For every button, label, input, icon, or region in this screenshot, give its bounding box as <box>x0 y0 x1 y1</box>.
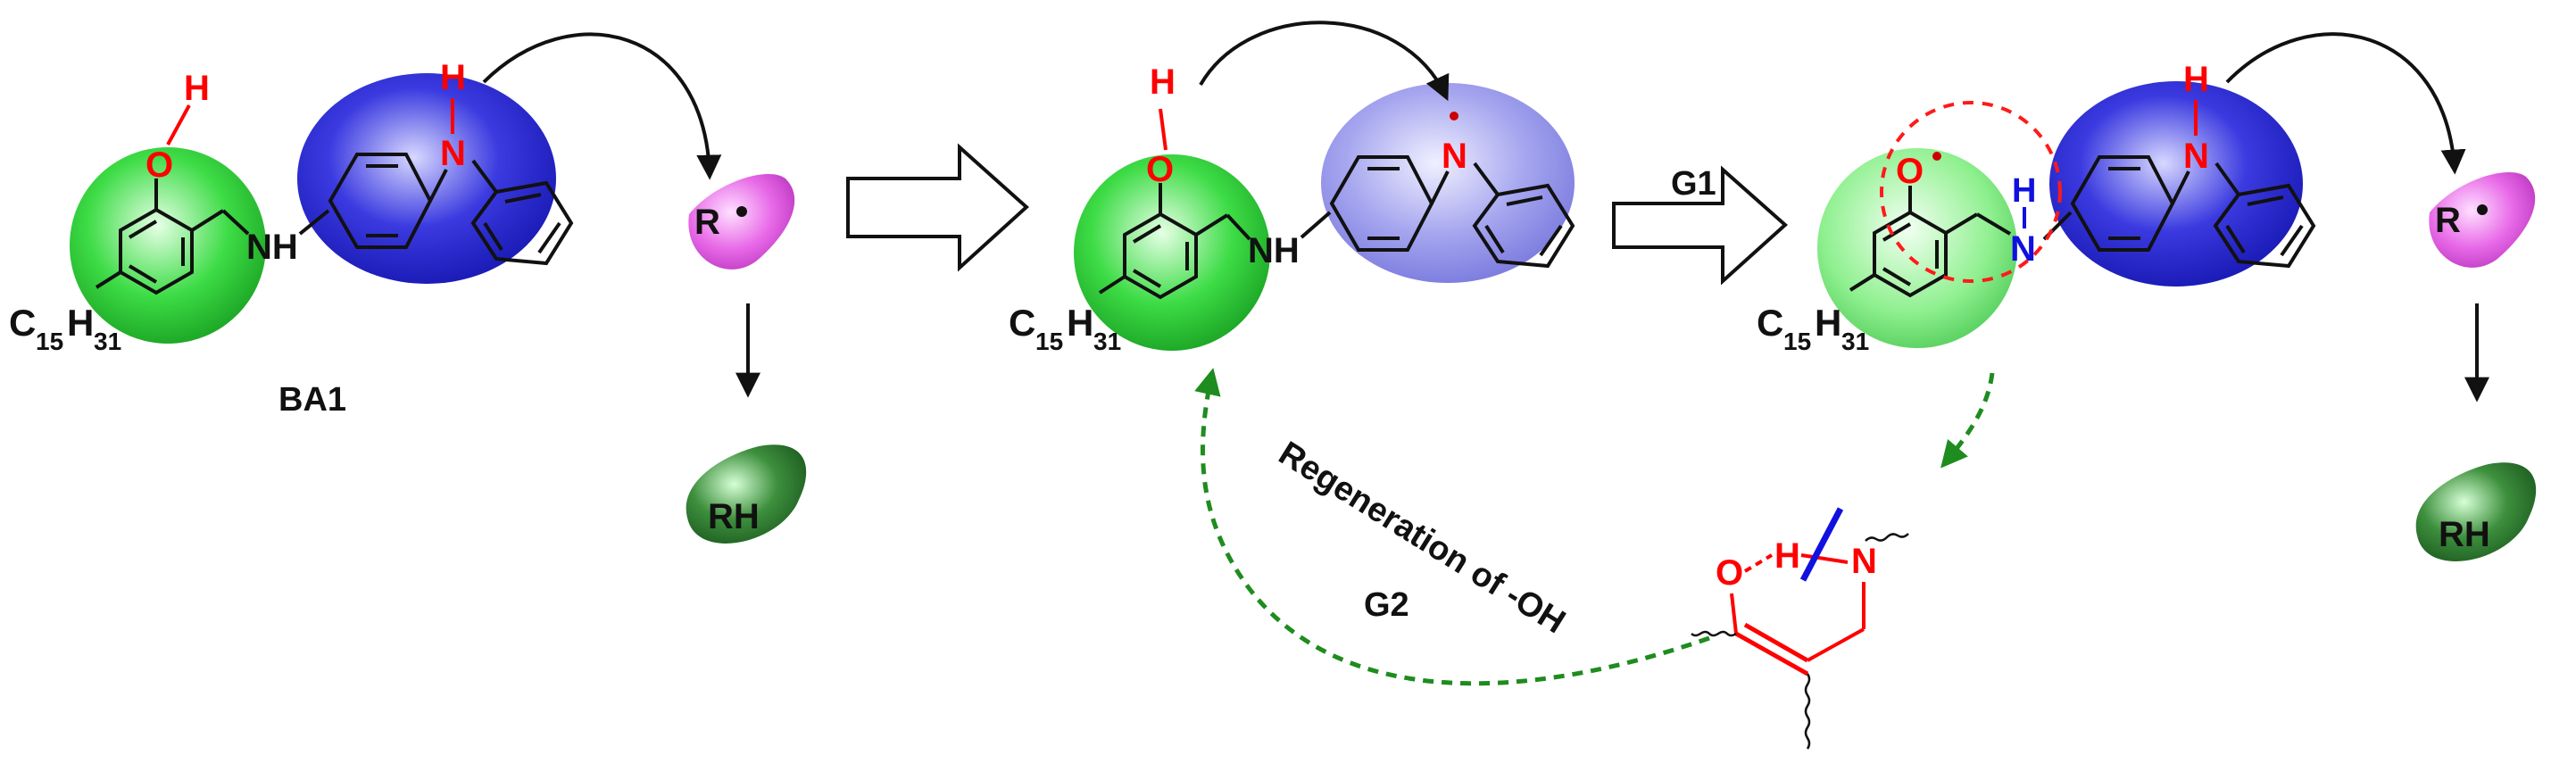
svg-text:H: H <box>1067 302 1093 344</box>
panel-phenoxy-intermediate: O H NH C 15 H 31 N <box>1009 21 1575 355</box>
svg-text:15: 15 <box>36 328 63 355</box>
radical-r-blob <box>2429 171 2536 268</box>
radical-r-blob <box>688 173 795 270</box>
rh-product-blob <box>686 444 807 544</box>
atom-h-label: H <box>2183 60 2209 99</box>
green-phenol-blob <box>1074 154 1270 351</box>
panel-intramolecular-hbond: O N H C 15 H 31 N H R RH <box>1757 32 2537 561</box>
svg-text:C: C <box>1009 302 1035 344</box>
svg-text:31: 31 <box>1841 328 1869 355</box>
radical-dot <box>2477 204 2488 215</box>
dashed-green-arrow-down <box>1940 372 1995 469</box>
wavy-bond <box>1865 533 1909 542</box>
svg-text:15: 15 <box>1035 328 1063 355</box>
radical-dot <box>736 206 747 217</box>
radical-r-label: R <box>694 203 720 242</box>
atom-n-label: N <box>2183 137 2209 176</box>
step-g1-label: G1 <box>1671 165 1716 203</box>
rh-label: RH <box>708 497 760 536</box>
regeneration-label: Regeneration of -OH <box>1272 435 1572 641</box>
h-transfer-arrow <box>2225 32 2466 175</box>
phenyl-ring <box>470 180 574 266</box>
svg-text:C: C <box>1757 302 1783 344</box>
process-arrow-g1 <box>1612 165 1789 286</box>
atom-h-label: H <box>184 69 210 108</box>
svg-text:H: H <box>67 302 94 344</box>
rh-product-blob <box>2415 462 2537 561</box>
wavy-bond <box>1804 673 1811 750</box>
bond-cleavage-strike <box>1799 507 1844 582</box>
green-phenol-blob <box>70 147 266 344</box>
atom-o-label: O <box>1896 152 1924 191</box>
regeneration-arrow <box>1194 368 1710 686</box>
radical-dot <box>1932 152 1941 161</box>
blue-amine-blob <box>297 73 556 284</box>
h-transfer-arrow <box>482 32 722 180</box>
blue-amine-blob <box>2049 81 2303 286</box>
phenyl-ring <box>1472 183 1575 269</box>
hbond-fragment: O H N <box>1691 372 1995 750</box>
nh-label: NH <box>246 228 298 267</box>
panel-ba1: O H NH C 15 H 31 N H BA1 <box>9 32 807 544</box>
rh-label: RH <box>2439 515 2490 554</box>
atom-o-label: O <box>1716 553 1743 593</box>
alkyl-chain-label: C 15 H 31 <box>1009 302 1121 355</box>
atom-o-label: O <box>1146 150 1174 189</box>
compound-label: BA1 <box>278 381 346 419</box>
nh-label: NH <box>1248 231 1300 270</box>
svg-text:31: 31 <box>1093 328 1121 355</box>
atom-n-label: N <box>440 134 466 173</box>
svg-text:H: H <box>1815 302 1841 344</box>
alkyl-chain-label: C 15 H 31 <box>1757 302 1869 355</box>
svg-text:15: 15 <box>1783 328 1811 355</box>
atom-o-label: O <box>145 145 173 185</box>
green-phenol-blob-light <box>1817 148 2017 348</box>
wavy-bond <box>1691 630 1737 637</box>
atom-h-label: H <box>2012 172 2036 210</box>
svg-text:31: 31 <box>94 328 121 355</box>
blue-amine-blob-light <box>1321 83 1575 283</box>
radical-dot <box>1450 112 1458 120</box>
phenyl-ring <box>2213 183 2316 269</box>
process-arrow-1 <box>846 143 1029 272</box>
atom-h-label: H <box>1150 62 1176 102</box>
atom-n-label: N <box>1442 137 1467 176</box>
step-g2-label: G2 <box>1364 586 1409 624</box>
radical-r-label: R <box>2435 201 2461 240</box>
h-transfer-arrow <box>1199 21 1450 102</box>
atom-h-label: H <box>1774 536 1800 576</box>
atom-n-label: N <box>1851 542 1877 581</box>
svg-text:C: C <box>9 302 36 344</box>
alkyl-chain-label: C 15 H 31 <box>9 302 121 355</box>
dashed-red-circle <box>1880 101 2062 283</box>
atom-h-label: H <box>440 58 466 97</box>
